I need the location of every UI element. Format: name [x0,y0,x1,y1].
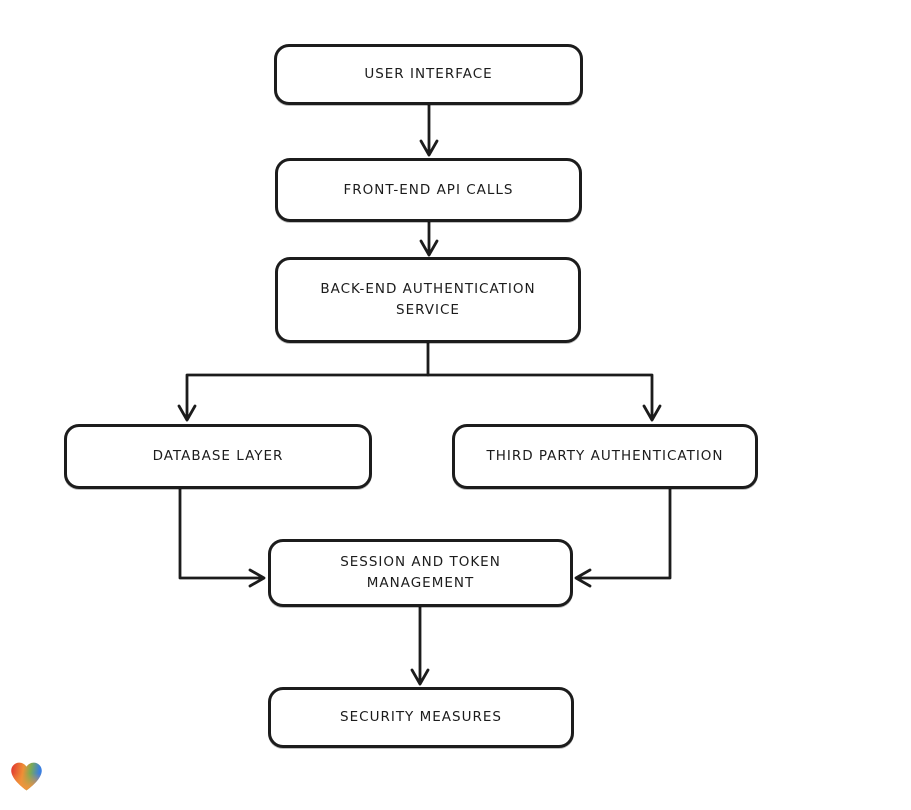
edge-frontend-to-backend [419,220,439,257]
node-user-interface-label: USER INTERFACE [364,66,493,83]
node-user-interface[interactable]: USER INTERFACE [274,44,583,105]
node-front-end-api-calls-label: FRONT-END API CALLS [343,181,514,198]
node-database-layer[interactable]: DATABASE LAYER [64,424,372,489]
edge-ui-to-frontend [419,103,439,157]
edge-backend-to-database [177,341,430,422]
edge-database-to-session [178,487,266,588]
edge-thirdparty-to-session [574,487,672,588]
node-session-and-token-management[interactable]: SESSION AND TOKEN MANAGEMENT [268,539,573,607]
node-back-end-authentication-service[interactable]: BACK-END AUTHENTICATION SERVICE [275,257,581,343]
node-back-end-authentication-service-label: BACK-END AUTHENTICATION SERVICE [320,281,536,318]
heart-logo[interactable] [10,761,43,792]
node-security-measures-label: SECURITY MEASURES [340,709,502,726]
edge-backend-to-thirdparty [426,373,662,422]
node-front-end-api-calls[interactable]: FRONT-END API CALLS [275,158,582,222]
node-security-measures[interactable]: SECURITY MEASURES [268,687,574,748]
node-third-party-authentication[interactable]: THIRD PARTY AUTHENTICATION [452,424,758,489]
heart-icon [11,762,42,791]
node-database-layer-label: DATABASE LAYER [152,448,284,465]
node-third-party-authentication-label: THIRD PARTY AUTHENTICATION [486,448,724,465]
node-session-and-token-management-label: SESSION AND TOKEN MANAGEMENT [340,554,501,591]
edge-session-to-security [410,605,430,686]
